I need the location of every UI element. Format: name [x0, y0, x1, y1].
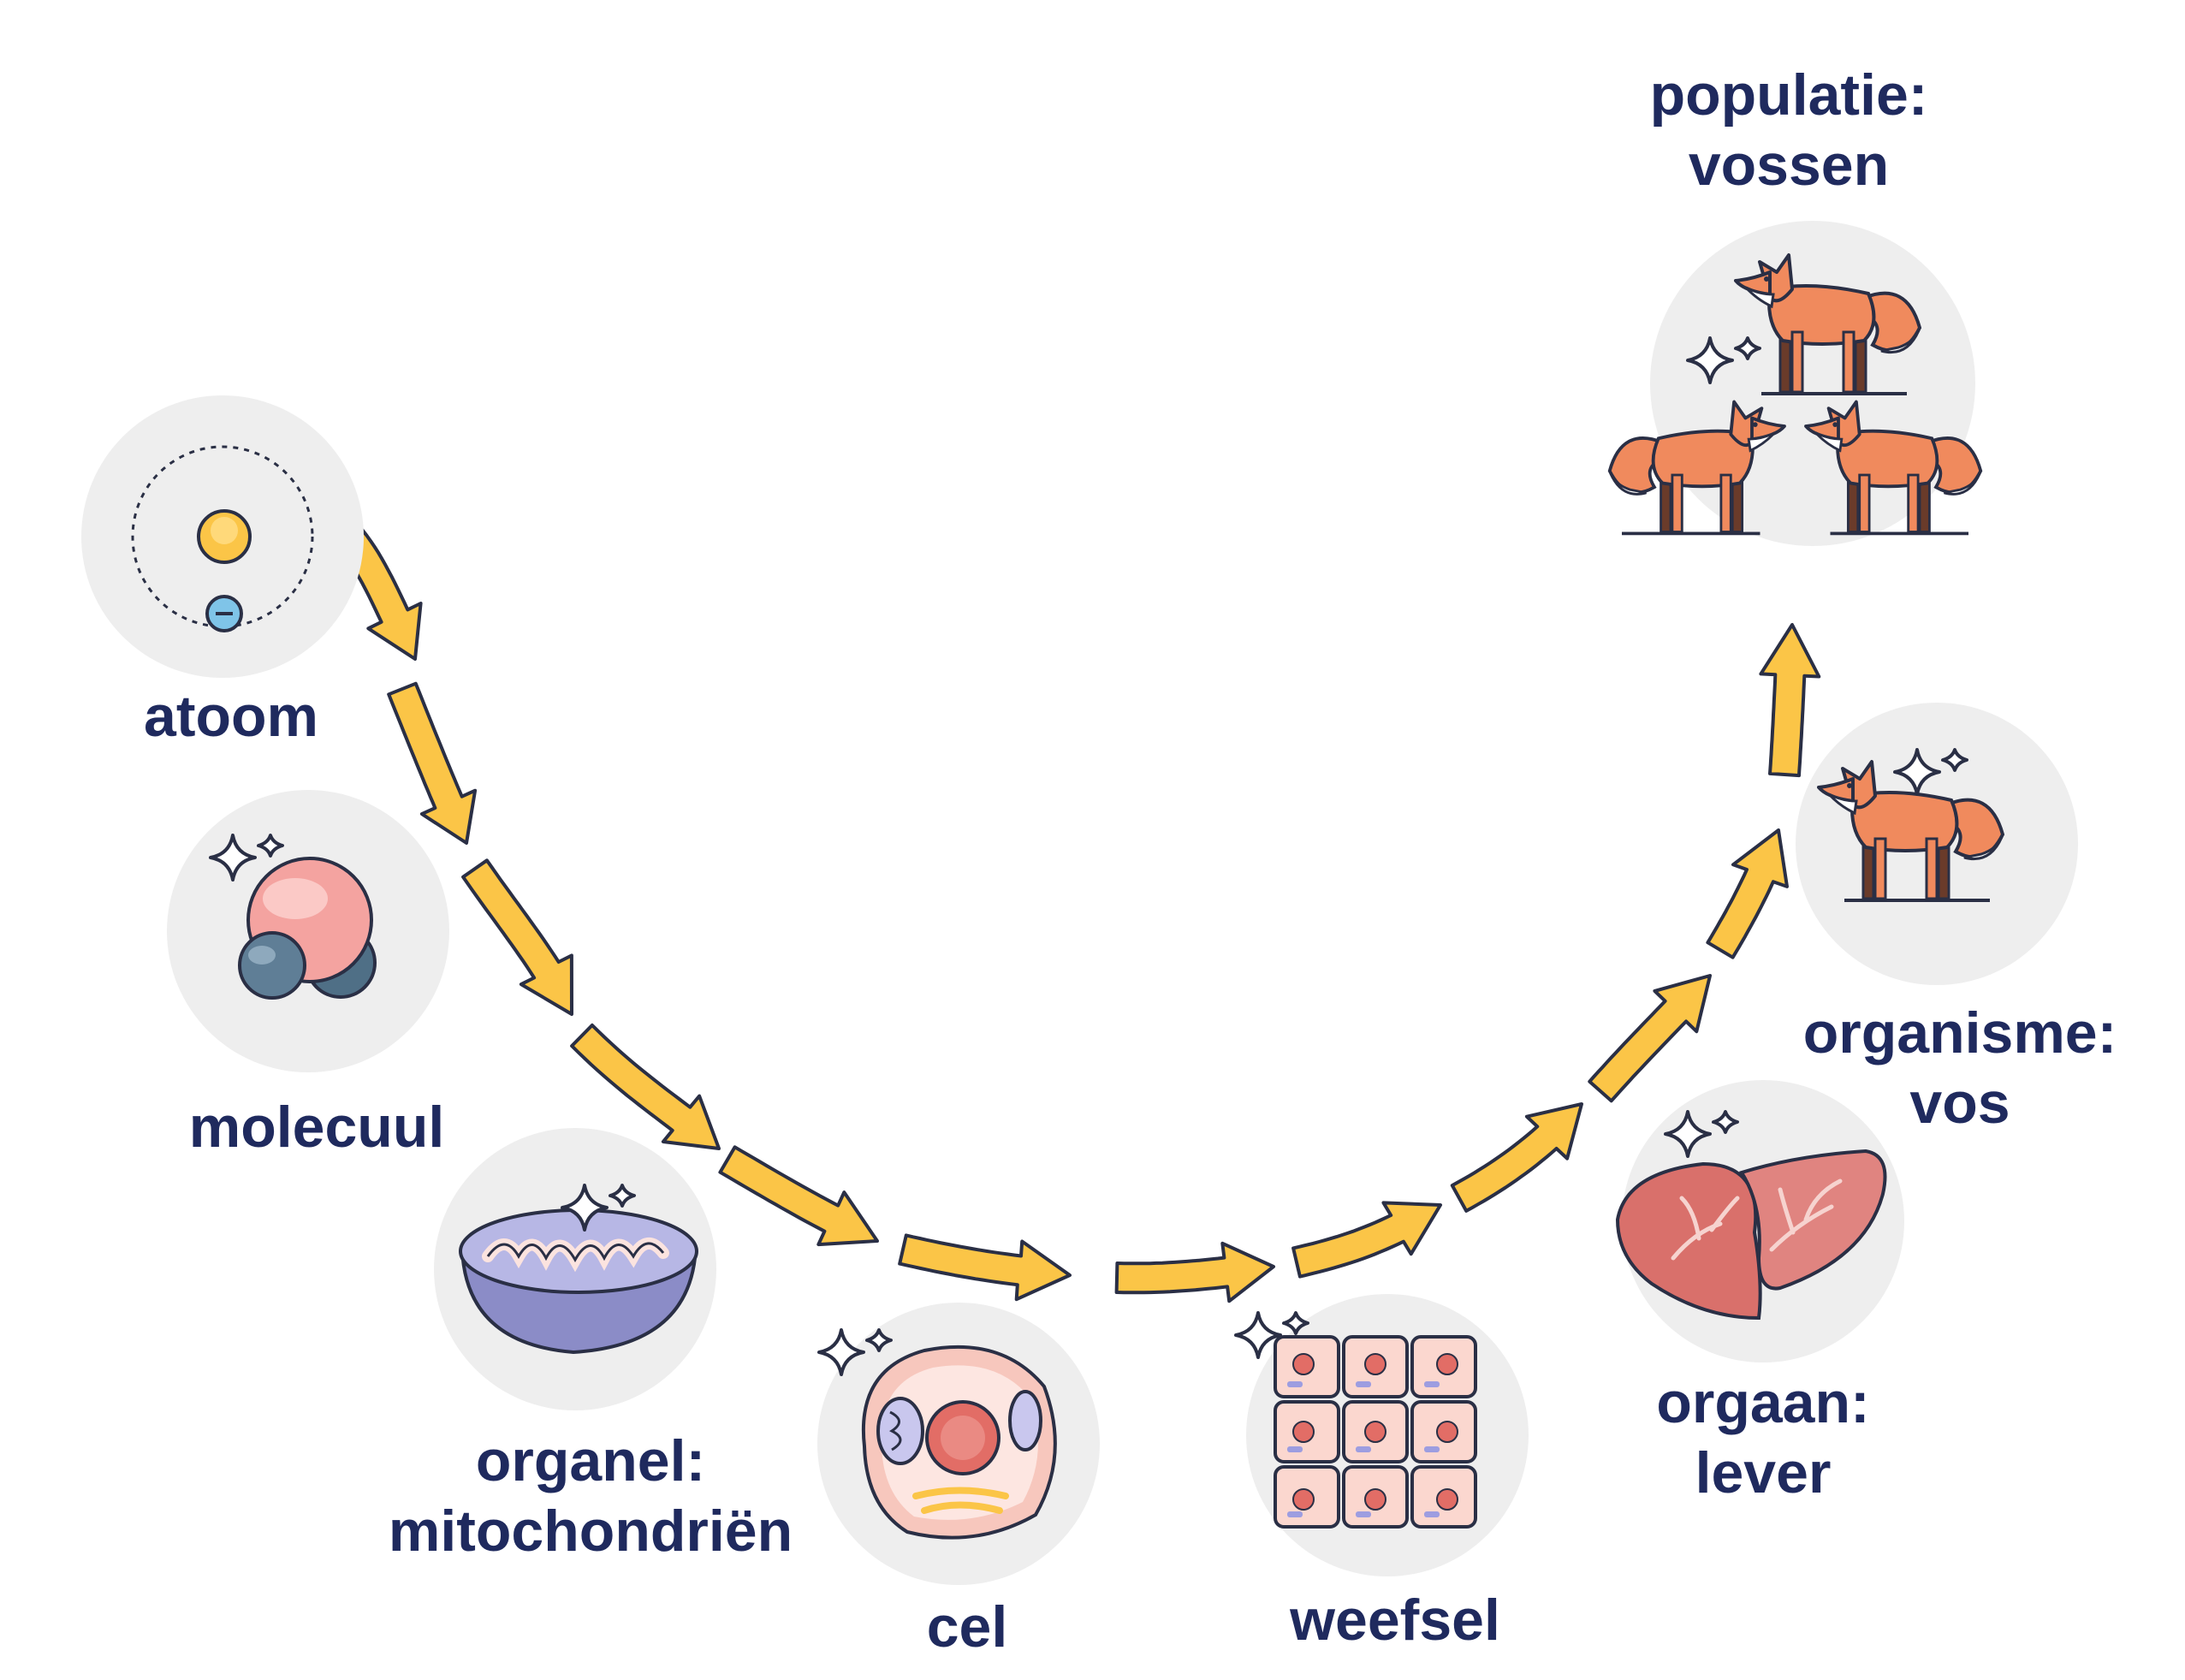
tissue-icon [1274, 1335, 1477, 1529]
tissue-node [1234, 1294, 1529, 1576]
atom-icon [131, 445, 314, 632]
flow-arrow [387, 681, 478, 845]
label-cell: cel [926, 1594, 1008, 1659]
flow-arrow [1291, 1201, 1442, 1279]
flow-arrow [898, 1233, 1072, 1302]
label-atom: atoom [144, 684, 318, 749]
label-tissue: weefsel [1290, 1588, 1500, 1653]
organ-node [1615, 1080, 1904, 1362]
label-population: populatie: vossen [1649, 62, 1928, 198]
liver-icon [1615, 1149, 1887, 1321]
label-organelle: organel: mitochondriën [388, 1428, 793, 1564]
label-organ: orgaan: lever [1656, 1370, 1870, 1505]
flow-arrow [1450, 1102, 1583, 1213]
flow-arrow [1588, 974, 1712, 1103]
label-organism: organisme: vos [1802, 1000, 2117, 1136]
molecule-node [167, 790, 449, 1072]
cell-icon [861, 1345, 1057, 1540]
label-molecule: molecuul [188, 1095, 445, 1160]
molecule-icon [238, 857, 377, 1000]
flow-arrow [1759, 623, 1821, 778]
organelle-node [434, 1128, 716, 1410]
flow-arrow [461, 858, 573, 1016]
organism-node [1796, 703, 2078, 985]
flow-arrows [318, 504, 1821, 1303]
population-node [1607, 221, 1983, 546]
flow-arrow [570, 1023, 721, 1150]
mitochondrion-icon [459, 1208, 698, 1355]
flow-arrow [718, 1145, 879, 1247]
atom-node [81, 395, 364, 678]
flow-arrow [1706, 828, 1789, 959]
flow-arrow [1114, 1241, 1275, 1303]
cell-node [817, 1303, 1100, 1585]
